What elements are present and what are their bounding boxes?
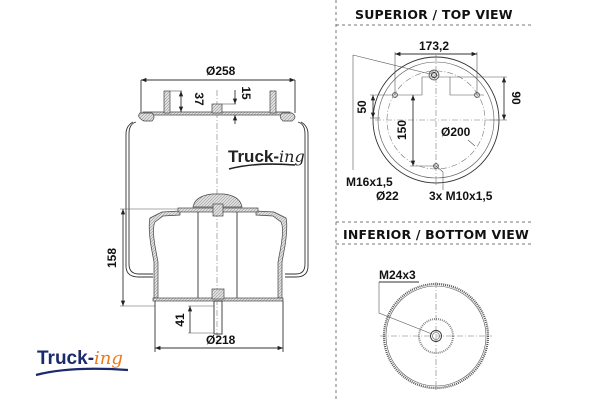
logo-swoosh <box>35 367 129 377</box>
dim-air-fitting: M16x1,5 <box>346 175 393 189</box>
top-stud-left <box>163 90 171 114</box>
top-view-header: SUPERIOR / TOP VIEW <box>355 7 513 22</box>
side-view: Ø258 37 15 158 41 Ø218 Truck-ing <box>105 64 309 352</box>
air-fitting <box>211 103 223 114</box>
watermark-logo: Truck-ing <box>228 147 305 170</box>
bottom-nut <box>211 288 225 300</box>
bellow-right <box>285 121 306 275</box>
dim-bottom-thread: M24x3 <box>379 268 416 282</box>
dim-air-fitting-diameter: Ø22 <box>376 189 399 203</box>
bottom-thread-hole <box>430 330 442 342</box>
top-view: SUPERIOR / TOP VIEW 173,2 50 90 150 <box>346 7 523 203</box>
piston-left-wall <box>148 210 181 299</box>
dim-height: 158 <box>105 248 119 268</box>
dim-bolt-circle: Ø200 <box>441 125 471 139</box>
dim-bottom-diameter: Ø218 <box>206 333 236 347</box>
brand-logo: Truck-ing <box>35 348 129 377</box>
dim-stud-spacing: 173,2 <box>419 39 449 53</box>
top-crimp-right <box>279 112 296 122</box>
dim-top-diameter: Ø258 <box>206 64 236 78</box>
logo-suffix-text: ing <box>94 348 123 369</box>
svg-text:Truck-ing: Truck-ing <box>228 147 305 166</box>
leader-studs <box>435 165 444 190</box>
watermark-main-text: Truck- <box>228 147 279 166</box>
air-port <box>428 69 440 81</box>
bumper <box>192 193 243 208</box>
dim-center-depth: 15 <box>239 86 253 100</box>
svg-text:Truck-ing: Truck-ing <box>37 348 123 369</box>
dim-offset-right: 90 <box>509 91 523 105</box>
dim-offset-left: 50 <box>355 100 369 114</box>
leader-bottom-thread <box>378 282 433 335</box>
logo-main-text: Truck- <box>37 348 94 369</box>
top-stud-right <box>269 90 277 114</box>
dim-center-to-stud: 150 <box>395 120 409 140</box>
watermark-suffix-text: ing <box>279 147 305 166</box>
dim-stud-height: 37 <box>192 92 206 106</box>
watermark-swoosh <box>228 163 296 170</box>
top-crimp-left <box>138 112 155 122</box>
bumper-nut <box>212 203 224 217</box>
bottom-view-header: INFERIOR / BOTTOM VIEW <box>343 227 529 242</box>
dim-studs: 3x M10x1,5 <box>429 189 493 203</box>
bottom-view: INFERIOR / BOTTOM VIEW M24x3 <box>343 227 529 392</box>
bellow-left <box>128 121 153 275</box>
dim-bottom-stud: 41 <box>173 313 187 327</box>
bottom-stud <box>213 300 223 335</box>
piston-right-wall <box>255 210 288 299</box>
